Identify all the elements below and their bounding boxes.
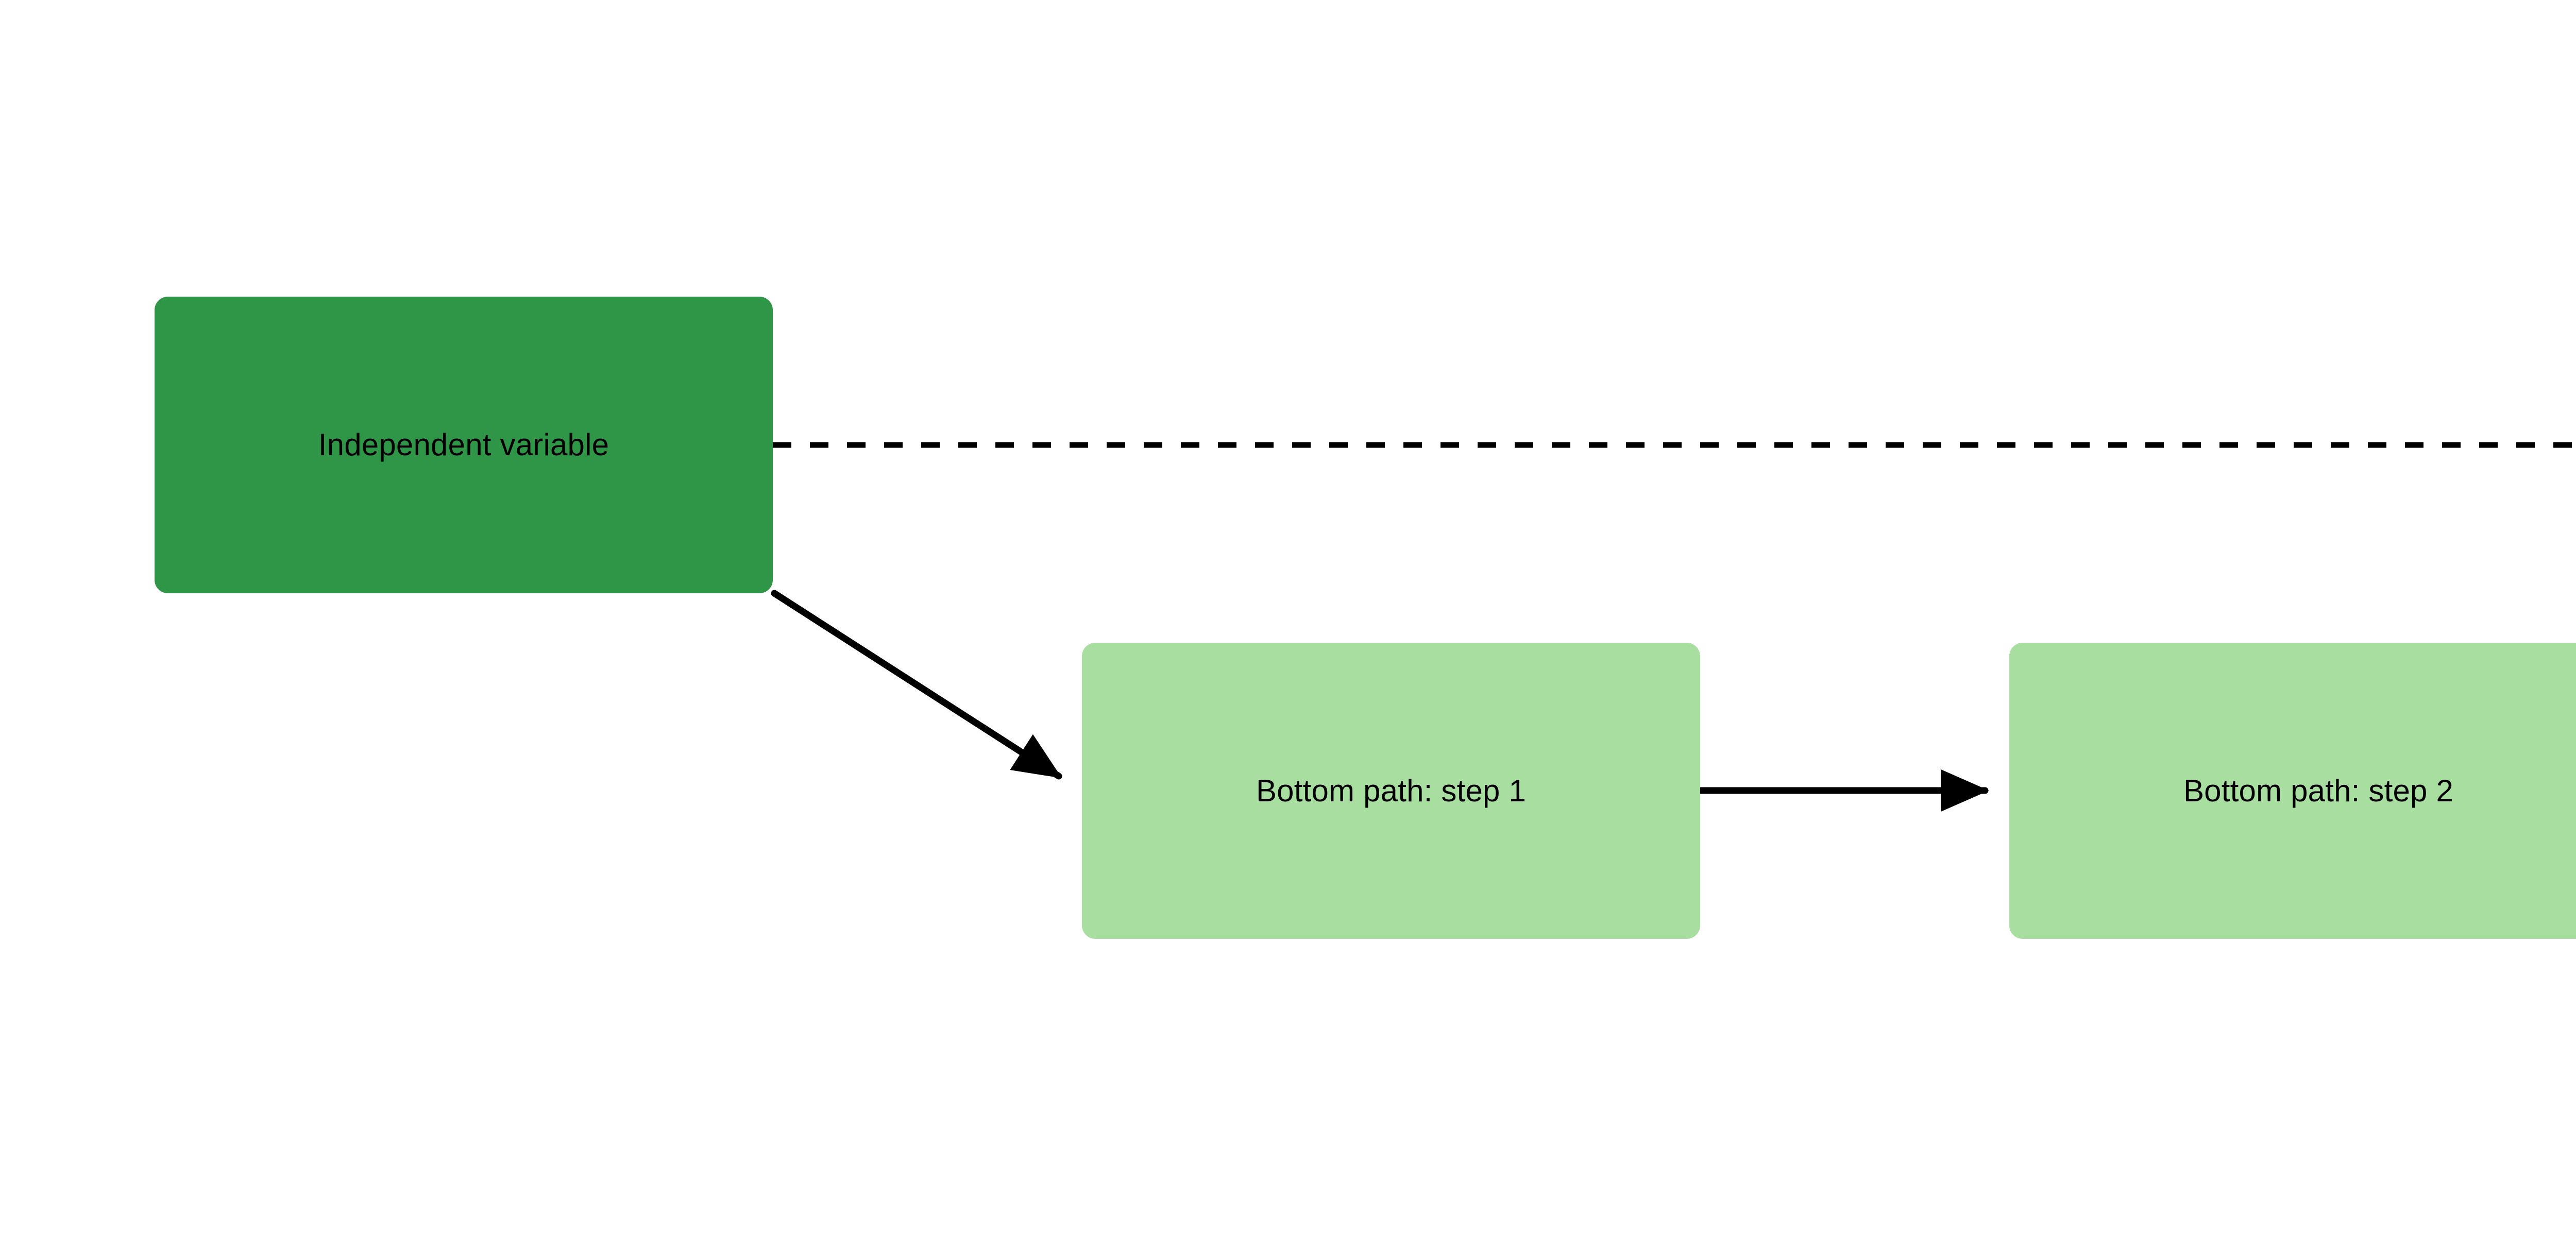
node-independent-variable-label: Independent variable bbox=[318, 427, 609, 462]
edge-independent-to-step1[interactable] bbox=[771, 590, 1062, 780]
node-bottom-path-step-2[interactable]: Bottom path: step 2 bbox=[2009, 643, 2576, 939]
node-bottom-path-step-1-label: Bottom path: step 1 bbox=[1256, 773, 1527, 808]
node-independent-variable[interactable]: Independent variable bbox=[155, 297, 773, 593]
edge-line-a-path bbox=[771, 590, 1062, 780]
node-bottom-path-step-1[interactable]: Bottom path: step 1 bbox=[1082, 643, 1700, 939]
node-bottom-path-step-2-label: Bottom path: step 2 bbox=[2183, 773, 2454, 808]
